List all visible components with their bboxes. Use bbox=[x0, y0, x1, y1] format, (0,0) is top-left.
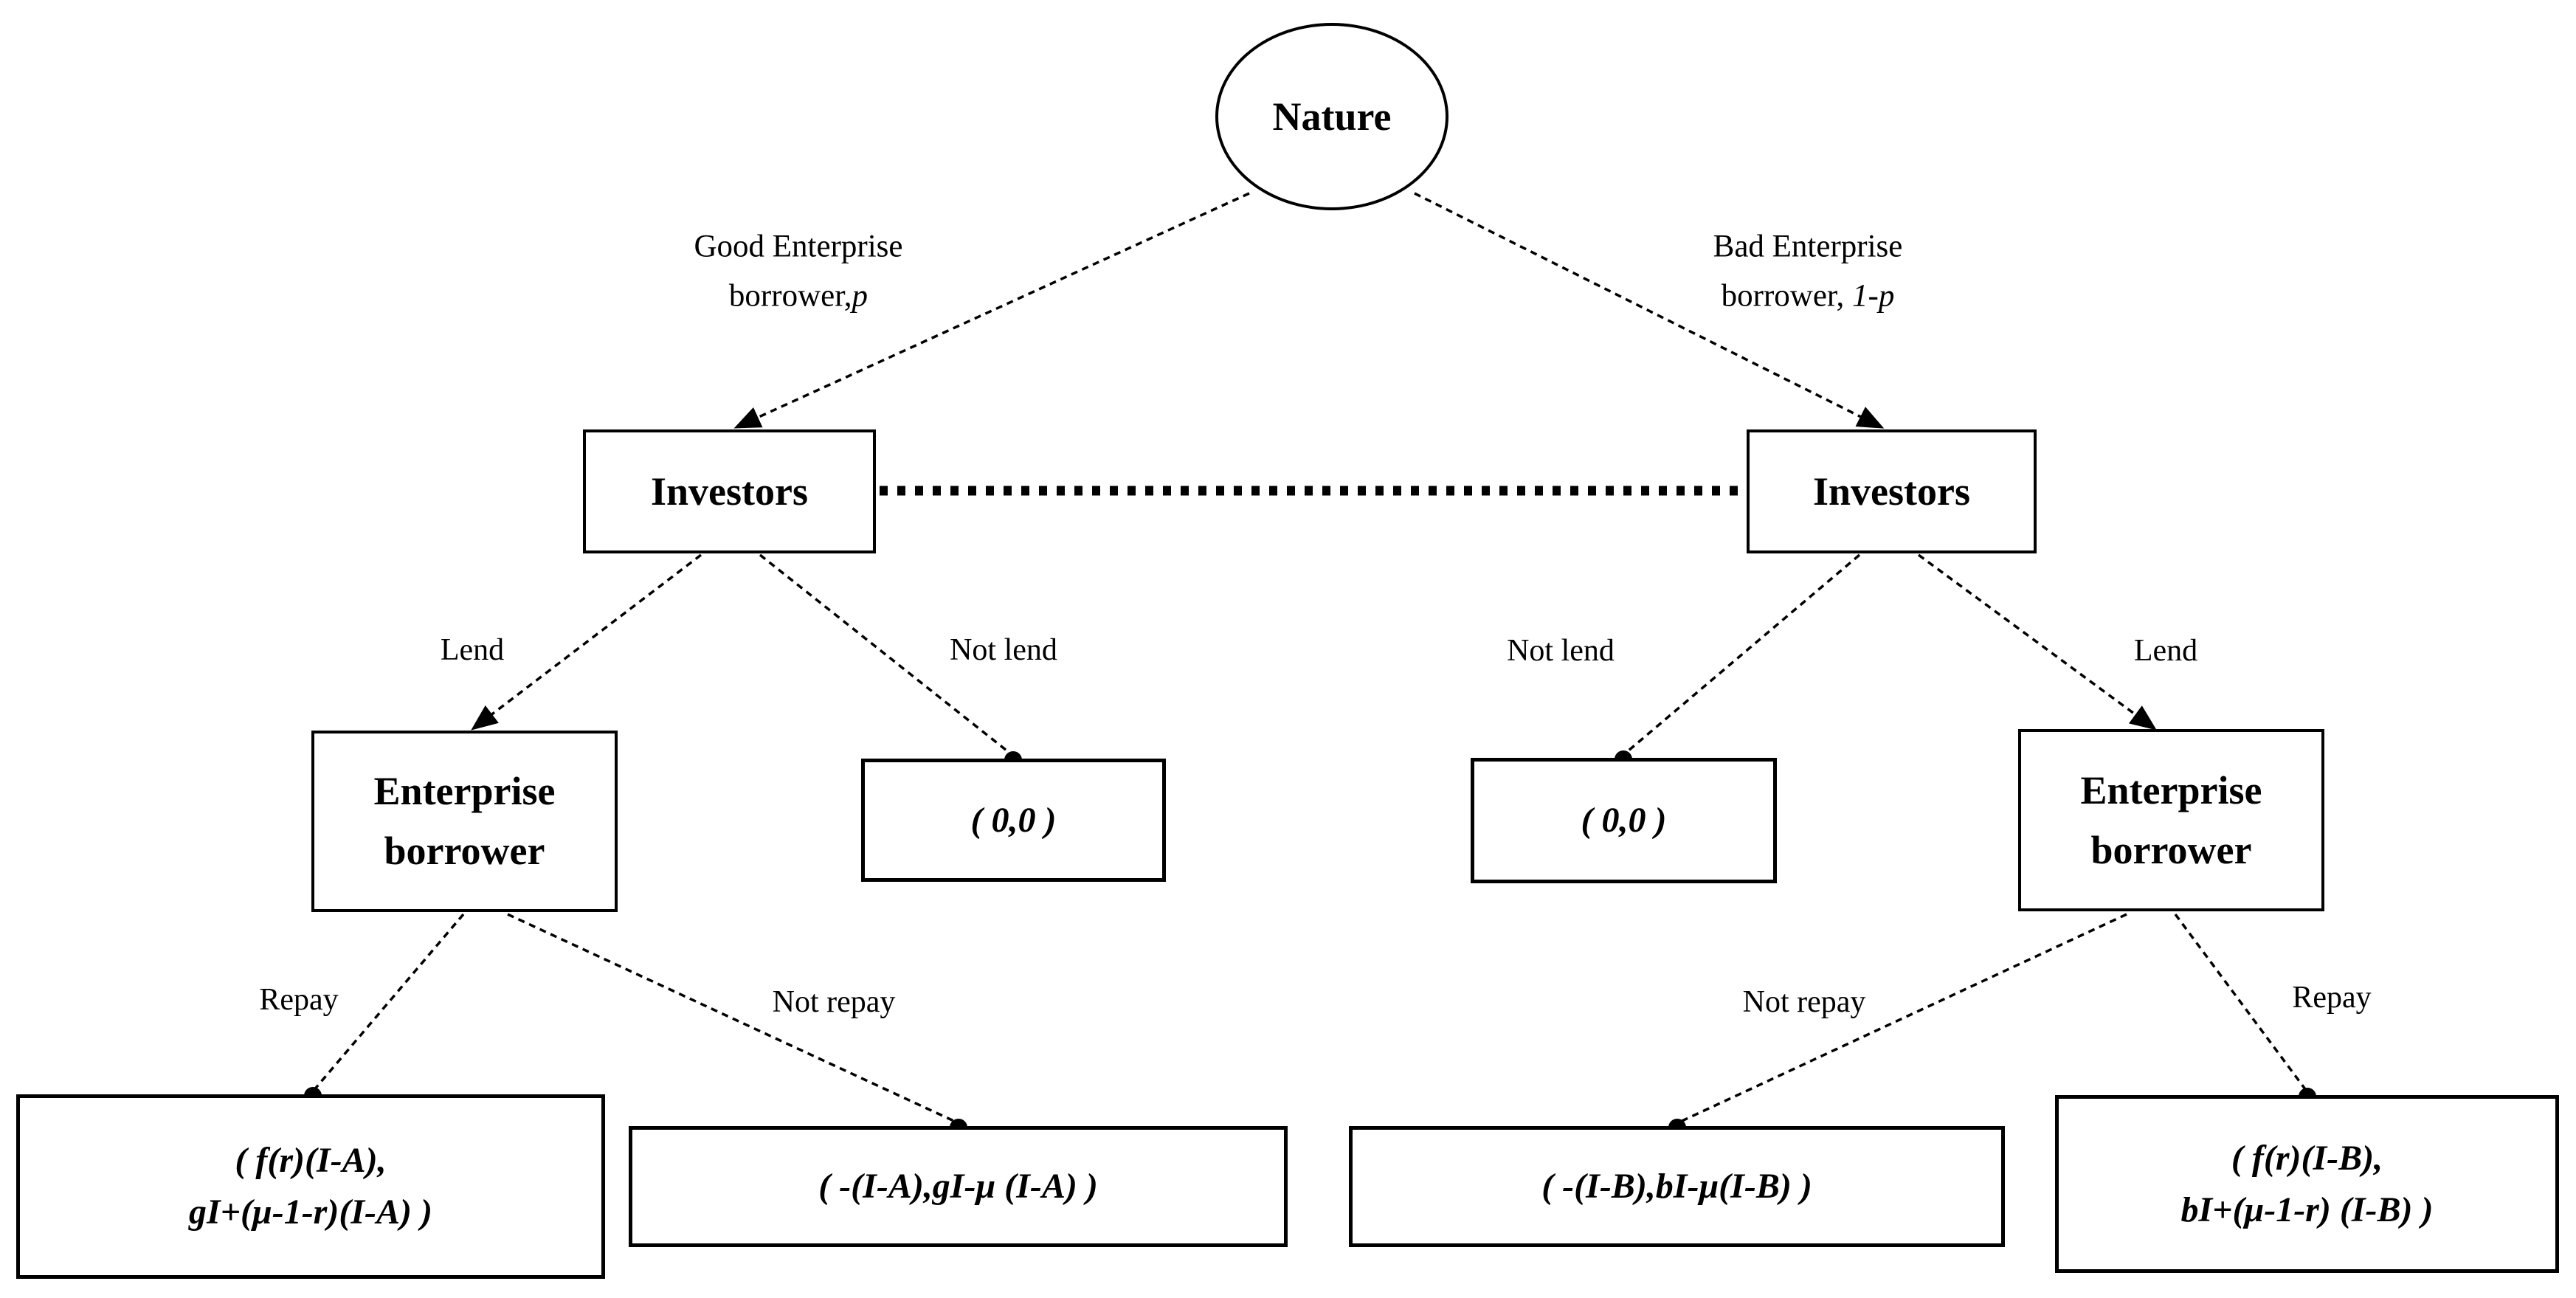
payoff-box-zero-right: ( 0,0 ) bbox=[1471, 758, 1777, 883]
action-label-repay-left: Repay bbox=[259, 983, 339, 1017]
action-label-not-lend-right: Not lend bbox=[1507, 634, 1615, 668]
payoff-good-repay-text: ( f(r)(I-A), gI+(μ-1-r)(I-A) ) bbox=[189, 1141, 432, 1232]
branch-label-bad-borrower: Bad Enterprise borrower, 1-p bbox=[1713, 229, 1903, 313]
payoff-box-bad-not-repay: ( -(I-B),bI-μ(I-B) ) bbox=[1349, 1126, 2005, 1247]
edge-not-lend-left bbox=[759, 553, 1015, 757]
payoff-bad-repay-text: ( f(r)(I-B), bI+(μ-1-r) (I-B) ) bbox=[2180, 1138, 2434, 1229]
investors-node-right-label: Investors bbox=[1813, 469, 1970, 514]
payoff-box-good-not-repay: ( -(I-A),gI-μ (I-A) ) bbox=[629, 1126, 1288, 1247]
payoff-zero-left-text: ( 0,0 ) bbox=[970, 800, 1057, 840]
action-label-not-repay-left: Not repay bbox=[772, 985, 896, 1019]
action-label-not-lend-left: Not lend bbox=[950, 633, 1057, 667]
action-label-lend-left: Lend bbox=[440, 633, 505, 667]
enterprise-borrower-left-label: Enterprise borrower bbox=[373, 769, 556, 873]
probability-1-p: 1-p bbox=[1852, 278, 1895, 313]
payoff-zero-right-text: ( 0,0 ) bbox=[1581, 801, 1667, 840]
edge-lend-left bbox=[471, 553, 702, 731]
enterprise-borrower-node-right: Enterprise borrower bbox=[2018, 729, 2324, 911]
edge-repay-left bbox=[311, 913, 465, 1093]
edge-not-repay-left bbox=[507, 913, 959, 1125]
branch-label-good-borrower: Good Enterprise borrower,p bbox=[694, 229, 903, 313]
payoff-bad-not-repay-text: ( -(I-B),bI-μ(I-B) ) bbox=[1541, 1167, 1812, 1206]
payoff-box-good-repay: ( f(r)(I-A), gI+(μ-1-r)(I-A) ) bbox=[16, 1094, 605, 1279]
probability-p: p bbox=[852, 278, 869, 313]
action-label-repay-right: Repay bbox=[2292, 981, 2372, 1015]
nature-node-label: Nature bbox=[1272, 94, 1392, 139]
edge-repay-right bbox=[2174, 913, 2309, 1094]
enterprise-borrower-node-left: Enterprise borrower bbox=[311, 731, 618, 912]
payoff-box-bad-repay: ( f(r)(I-B), bI+(μ-1-r) (I-B) ) bbox=[2055, 1095, 2559, 1273]
investors-node-right: Investors bbox=[1747, 429, 2037, 553]
nature-node: Nature bbox=[1215, 23, 1448, 210]
edge-nature-bad bbox=[1414, 192, 1885, 429]
edge-not-lend-right bbox=[1622, 553, 1861, 756]
enterprise-borrower-right-label: Enterprise borrower bbox=[2080, 767, 2262, 872]
investors-node-left-label: Investors bbox=[651, 469, 808, 514]
action-label-lend-right: Lend bbox=[2133, 634, 2198, 668]
payoff-box-zero-left: ( 0,0 ) bbox=[861, 759, 1166, 882]
payoff-good-not-repay-text: ( -(I-A),gI-μ (I-A) ) bbox=[818, 1167, 1098, 1206]
investors-node-left: Investors bbox=[583, 429, 876, 553]
action-label-not-repay-right: Not repay bbox=[1742, 985, 1866, 1019]
edge-lend-right bbox=[1917, 553, 2157, 731]
